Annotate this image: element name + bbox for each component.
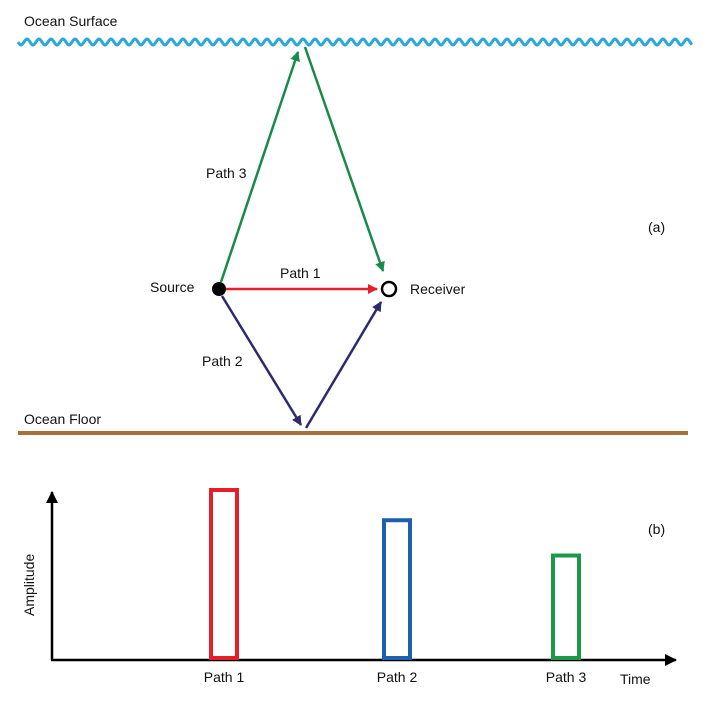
path-3-upgoing-ray xyxy=(219,51,300,283)
path-3-downgoing-ray xyxy=(303,46,385,272)
receiver-label: Receiver xyxy=(410,281,466,297)
x-tick-label-1: Path 1 xyxy=(204,669,245,685)
path-2-downgoing-ray xyxy=(220,295,303,426)
x-tick-label-3: Path 3 xyxy=(546,669,587,685)
y-axis-label: Amplitude xyxy=(21,554,37,616)
path-2-label: Path 2 xyxy=(202,353,243,369)
ocean-floor-label: Ocean Floor xyxy=(24,411,101,427)
path-3-label: Path 3 xyxy=(206,165,247,181)
x-axis-label: Time xyxy=(620,671,651,687)
ocean-surface-label: Ocean Surface xyxy=(24,13,118,29)
path-2-upgoing-ray xyxy=(304,301,383,429)
bar-3 xyxy=(551,553,581,661)
amplitude-bars xyxy=(209,488,581,661)
receiver-marker xyxy=(380,280,398,298)
panel-b-label: (b) xyxy=(648,521,665,537)
bar-1 xyxy=(209,488,239,660)
x-tick-labels: Path 1 Path 2 Path 3 xyxy=(204,669,587,685)
panel-a-label: (a) xyxy=(648,219,665,235)
x-tick-label-2: Path 2 xyxy=(377,669,418,685)
source-label: Source xyxy=(150,279,195,295)
path-1-label: Path 1 xyxy=(280,265,321,281)
bar-2 xyxy=(382,518,412,660)
source-marker xyxy=(212,282,226,296)
ocean-surface-line xyxy=(16,37,694,47)
